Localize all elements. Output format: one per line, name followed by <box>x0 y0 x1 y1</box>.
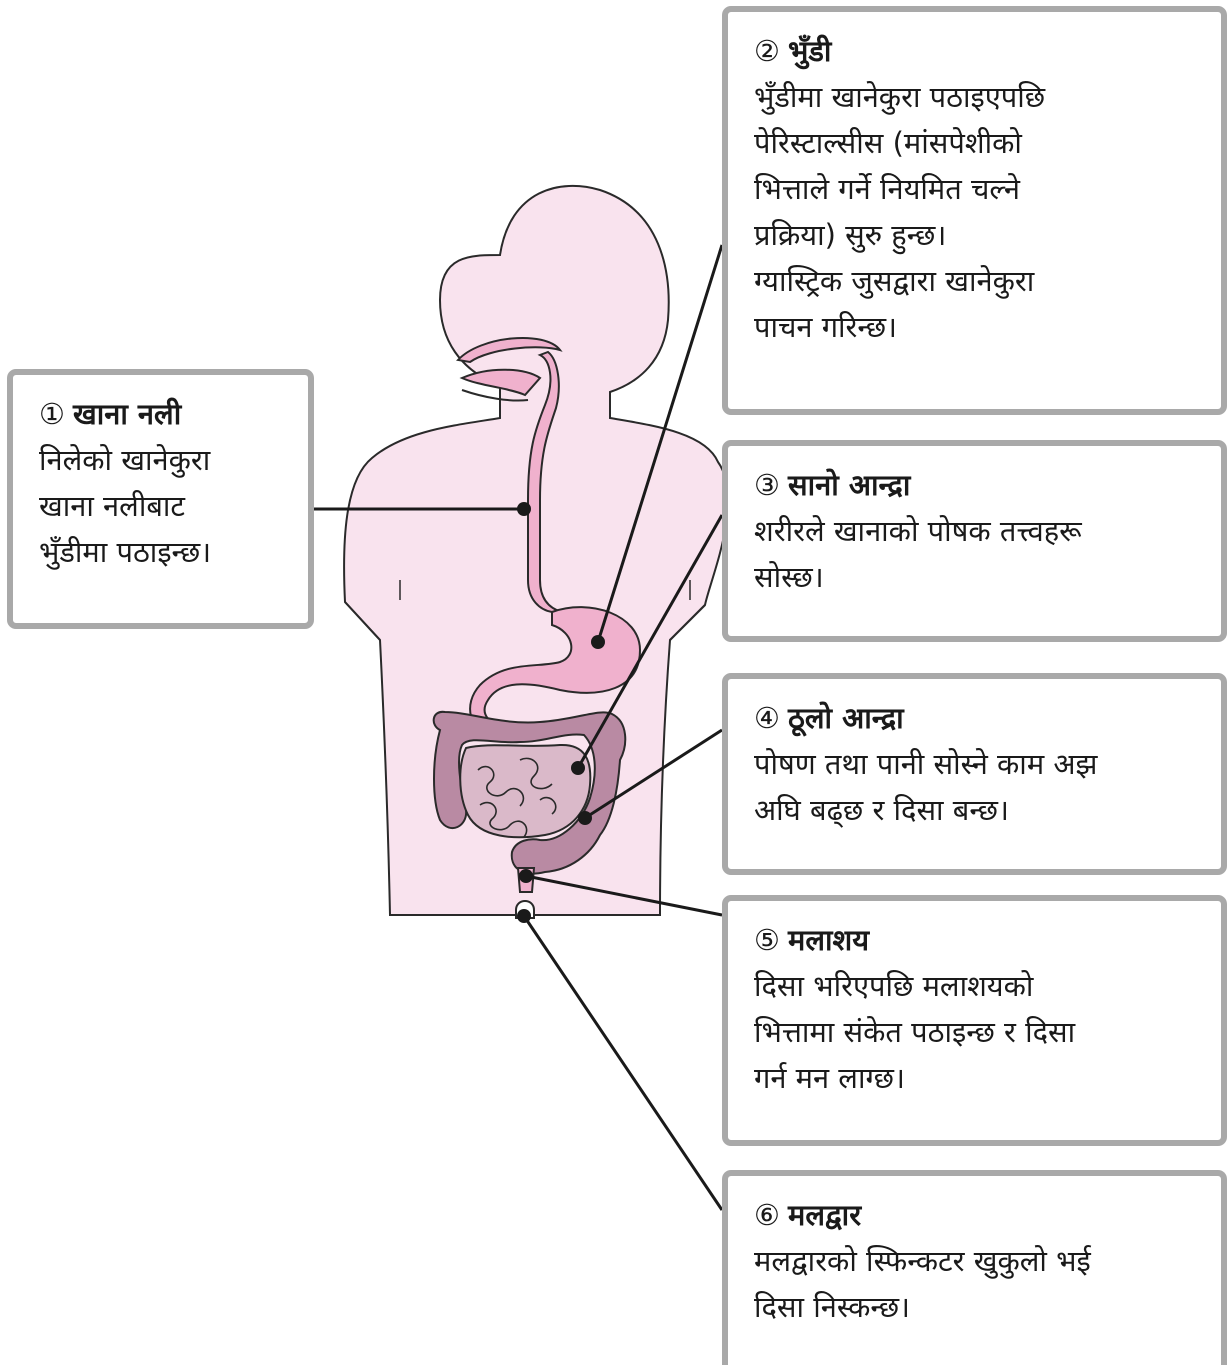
label-description: मलद्वारको स्फिन्कटर खुकुलो भई दिसा निस्क… <box>754 1238 1207 1330</box>
label-description: निलेको खानेकुरा खाना नलीबाट भुँडीमा पठाइ… <box>39 437 294 575</box>
label-number: ③ <box>754 468 780 502</box>
label-description: शरीरले खानाको पोषक तत्त्वहरू सोस्छ। <box>754 508 1207 600</box>
label-title: भुँडी <box>788 34 831 68</box>
label-number: ① <box>39 397 65 431</box>
label-description: भुँडीमा खानेकुरा पठाइएपछि पेरिस्टाल्सीस … <box>754 74 1207 350</box>
label-number: ② <box>754 34 780 68</box>
label-title: ठूलो आन्द्रा <box>788 701 904 735</box>
label-description: दिसा भरिएपछि मलाशयको भित्तामा संकेत पठाइ… <box>754 963 1207 1101</box>
label-title: मलाशय <box>788 923 869 957</box>
label-number: ⑤ <box>754 923 780 957</box>
label-description: पोषण तथा पानी सोस्ने काम अझ अघि बढ्छ र द… <box>754 741 1207 833</box>
label-title: खाना नली <box>73 397 181 431</box>
label-title: सानो आन्द्रा <box>788 468 910 502</box>
label-number: ④ <box>754 701 780 735</box>
label-title: मलद्वार <box>788 1198 861 1232</box>
label-number: ⑥ <box>754 1198 780 1232</box>
